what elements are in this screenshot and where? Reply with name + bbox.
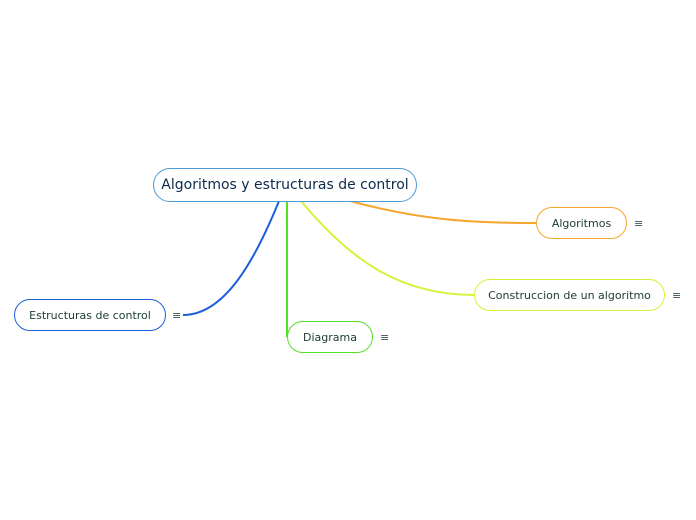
topic-label-construccion: Construccion de un algoritmo [488,288,651,302]
notes-menu-icon[interactable]: ≡ [634,217,644,230]
topic-node-diagrama[interactable]: Diagrama [287,321,373,353]
topic-node-construccion[interactable]: Construccion de un algoritmo [474,279,665,311]
connector-estructuras [182,200,280,316]
topic-node-estructuras[interactable]: Estructuras de control [14,299,166,331]
root-topic-node[interactable]: Algoritmos y estructuras de control [153,168,417,202]
notes-menu-icon[interactable]: ≡ [380,331,390,344]
topic-node-algoritmos[interactable]: Algoritmos [536,207,627,239]
notes-menu-icon[interactable]: ≡ [172,309,182,322]
connector-construccion [300,200,475,296]
topic-label-algoritmos: Algoritmos [551,216,612,230]
connector-algoritmos [349,200,537,224]
topic-label-diagrama: Diagrama [303,330,357,344]
root-topic-label: Algoritmos y estructuras de control [161,177,409,193]
topic-label-estructuras: Estructuras de control [29,308,151,322]
notes-menu-icon[interactable]: ≡ [672,289,682,302]
